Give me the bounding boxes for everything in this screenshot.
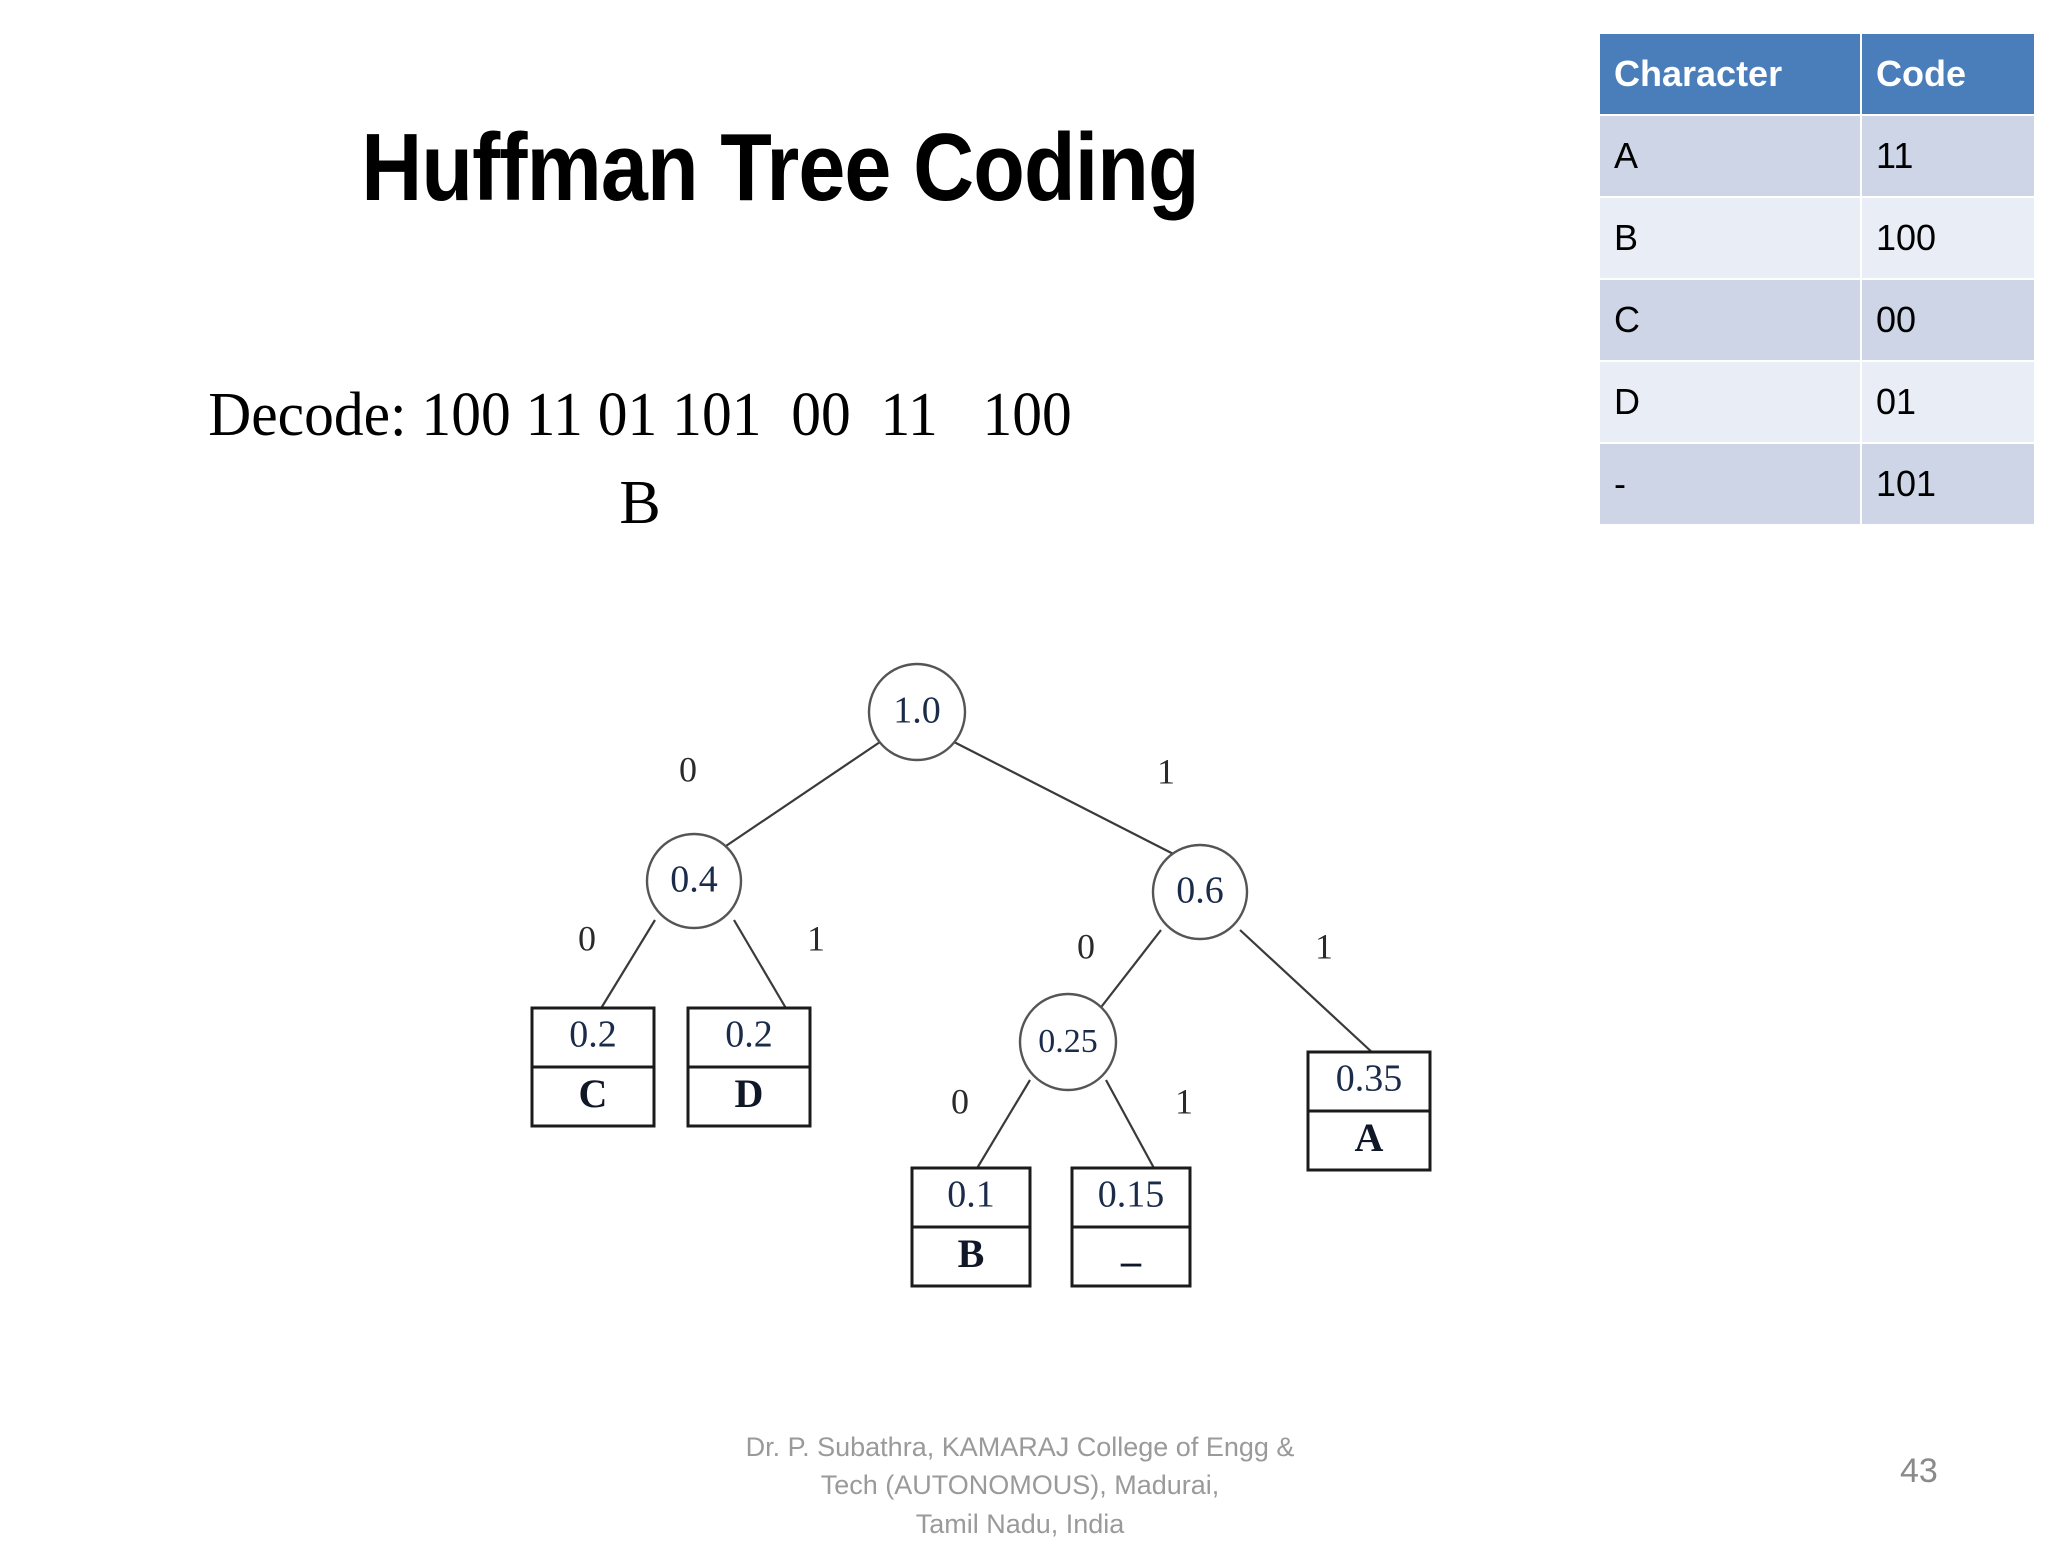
tree-node-root: 1.0 <box>867 662 967 762</box>
tree-leaf-d-value: 0.2 <box>725 1014 773 1056</box>
tree-leaf-a-value: 0.35 <box>1336 1058 1403 1100</box>
edge-label-n025-right: 1 <box>1175 1081 1193 1121</box>
cell-code: 100 <box>1860 196 2036 280</box>
edge-n025-to-leaf-space <box>1105 1079 1156 1171</box>
table-row: - 101 <box>1598 442 2036 526</box>
tree-node-n04: 0.4 <box>645 832 743 930</box>
decode-answer: B <box>619 469 661 538</box>
tree-node-n025-label: 0.25 <box>1038 1023 1098 1060</box>
tree-leaf-d-character: D <box>735 1071 764 1116</box>
table-row: D 01 <box>1598 360 2036 444</box>
table-row: A 11 <box>1598 114 2036 198</box>
tree-leaf-a: 0.35 A <box>1306 1050 1432 1172</box>
edge-n04-to-leaf-d <box>733 919 788 1011</box>
table-row: C 00 <box>1598 278 2036 362</box>
cell-character: D <box>1598 360 1862 444</box>
edge-label-n06-left: 0 <box>1077 926 1095 966</box>
footer-line-2: Tech (AUTONOMOUS), Madurai, <box>820 1470 1220 1501</box>
huffman-tree-diagram: 1.0 0.4 0.6 0.25 0.2 C 0.2 D 0.1 B <box>300 630 1620 1450</box>
edge-label-root-right: 1 <box>1157 751 1175 791</box>
cell-code: 00 <box>1860 278 2036 362</box>
cell-code: 01 <box>1860 360 2036 444</box>
tree-node-n06: 0.6 <box>1151 843 1249 941</box>
edge-n06-to-leaf-a <box>1239 929 1376 1056</box>
tree-leaf-space: 0.15 _ <box>1070 1166 1192 1288</box>
tree-leaf-c: 0.2 C <box>530 1006 656 1128</box>
edge-n06-to-n025 <box>1094 929 1162 1016</box>
decode-block: Decode: 100 11 01 101 00 11 100 B <box>100 380 1180 549</box>
table-header-row: Character Code <box>1598 32 2036 116</box>
tree-leaf-c-value: 0.2 <box>569 1014 617 1056</box>
cell-character: - <box>1598 442 1862 526</box>
cell-code: 11 <box>1860 114 2036 198</box>
edge-label-root-left: 0 <box>679 749 697 789</box>
footer-line-1: Dr. P. Subathra, KAMARAJ College of Engg… <box>745 1432 1295 1462</box>
tree-leaf-a-character: A <box>1355 1115 1384 1160</box>
tree-node-n06-label: 0.6 <box>1176 870 1224 912</box>
column-header-character: Character <box>1598 32 1862 116</box>
tree-leaf-c-character: C <box>579 1071 608 1116</box>
tree-leaf-space-character: _ <box>1120 1225 1142 1270</box>
edge-root-to-n06 <box>953 741 1196 866</box>
tree-leaf-b-value: 0.1 <box>947 1174 995 1216</box>
table-row: B 100 <box>1598 196 2036 280</box>
edge-n025-to-leaf-b <box>975 1079 1031 1171</box>
cell-character: A <box>1598 114 1862 198</box>
tree-leaf-space-value: 0.15 <box>1098 1174 1165 1216</box>
character-code-table: Character Code A 11 B 100 C 00 D 01 - 10… <box>1598 32 2036 526</box>
decode-bitstring: Decode: 100 11 01 101 00 11 100 <box>208 381 1072 449</box>
cell-code: 101 <box>1860 442 2036 526</box>
edge-n04-to-leaf-c <box>599 919 656 1011</box>
tree-leaf-b-character: B <box>958 1231 985 1276</box>
column-header-code: Code <box>1860 32 2036 116</box>
tree-leaf-d: 0.2 D <box>686 1006 812 1128</box>
tree-leaf-b: 0.1 B <box>910 1166 1032 1288</box>
edge-label-n06-right: 1 <box>1315 926 1333 966</box>
tree-node-n025: 0.25 <box>1018 992 1118 1092</box>
edge-label-n025-left: 0 <box>951 1081 969 1121</box>
tree-node-root-label: 1.0 <box>893 690 941 732</box>
tree-node-n04-label: 0.4 <box>670 859 718 901</box>
edge-label-n04-right: 1 <box>807 918 825 958</box>
footer-line-3: Tamil Nadu, India <box>915 1508 1125 1539</box>
cell-character: B <box>1598 196 1862 280</box>
cell-character: C <box>1598 278 1862 362</box>
edge-label-n04-left: 0 <box>578 918 596 958</box>
page-number: 43 <box>1900 1452 1938 1490</box>
footer-credit: Dr. P. Subathra, KAMARAJ College of Engg… <box>700 1428 1340 1543</box>
page-title: Huffman Tree Coding <box>361 114 1199 221</box>
edge-root-to-n04 <box>719 741 881 851</box>
